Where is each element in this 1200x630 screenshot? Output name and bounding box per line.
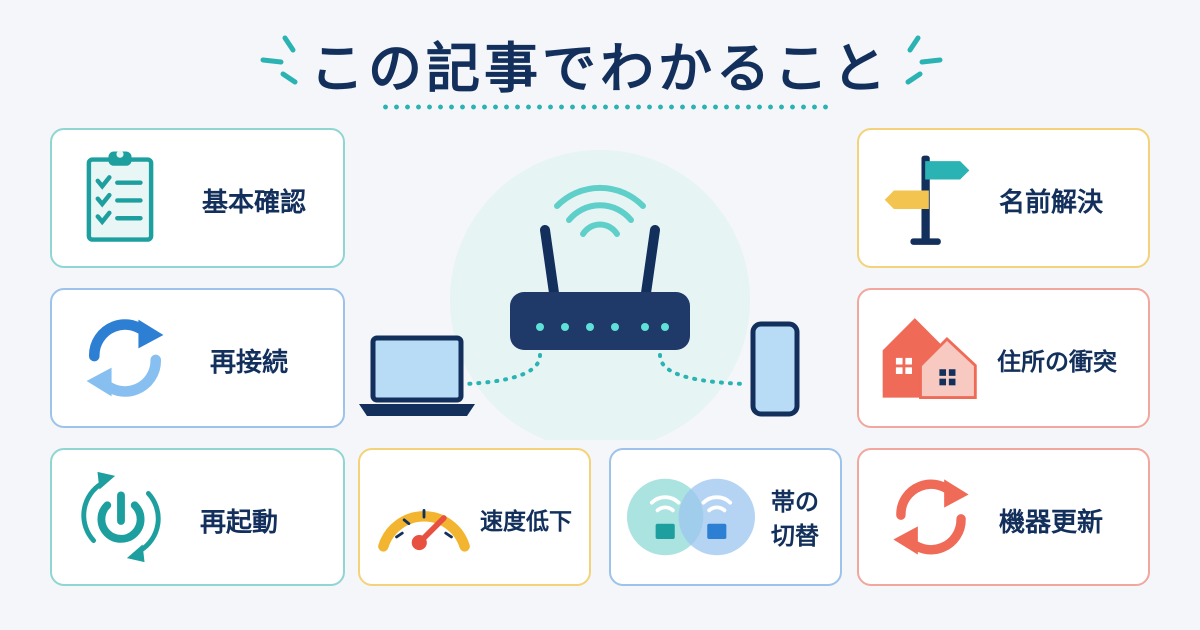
sync-arrows-icon xyxy=(86,319,164,397)
card-label: 基本確認 xyxy=(202,188,307,218)
power-restart-icon xyxy=(81,471,161,563)
card-label: 名前解決 xyxy=(999,188,1104,218)
refresh-arrows-icon xyxy=(893,479,969,555)
card-label: 機器更新 xyxy=(999,508,1104,538)
card-name-resolution: 名前解決 xyxy=(857,128,1150,268)
card-label: 速度低下 xyxy=(480,509,572,535)
page-title: この記事でわかること xyxy=(310,37,890,100)
title-underline xyxy=(380,104,830,110)
sparkle-left-icon xyxy=(260,35,298,85)
sparkle-right-icon xyxy=(905,35,943,85)
speedometer-icon xyxy=(378,509,470,552)
card-device-update: 機器更新 xyxy=(857,448,1150,586)
card-restart: 再起動 xyxy=(50,448,345,586)
clipboard-checklist-icon xyxy=(86,150,154,242)
card-label-line1: 帯の xyxy=(771,488,819,516)
signpost-icon xyxy=(884,155,970,245)
card-basic-check: 基本確認 xyxy=(50,128,345,268)
card-label-line2: 切替 xyxy=(771,522,819,550)
card-reconnect: 再接続 xyxy=(50,288,345,428)
dual-band-wifi-icon xyxy=(626,478,756,556)
card-label: 再起動 xyxy=(200,508,279,538)
card-address-conflict: 住所の衝突 xyxy=(857,288,1150,428)
card-label: 再接続 xyxy=(210,348,289,378)
houses-icon xyxy=(882,318,977,400)
card-label: 住所の衝突 xyxy=(997,348,1117,376)
card-band-switch: 帯の 切替 xyxy=(609,448,842,586)
card-speed-drop: 速度低下 xyxy=(358,448,591,586)
router-with-devices-icon xyxy=(359,150,800,440)
